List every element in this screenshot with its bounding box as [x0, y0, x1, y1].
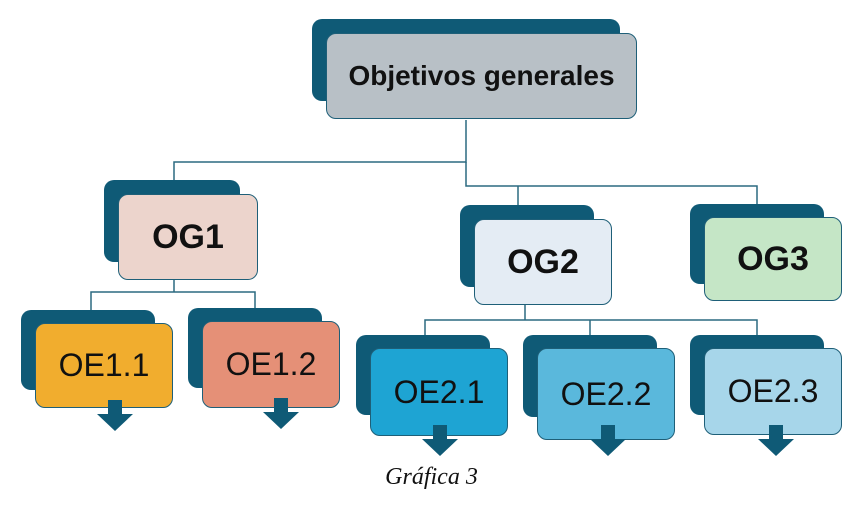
root-node-box: Objetivos generales — [326, 33, 637, 119]
oe12-node-label: OE1.2 — [225, 346, 317, 382]
connector-root-og2-og3 — [465, 162, 758, 205]
oe12-down-arrow-icon — [263, 398, 299, 429]
oe11-node-box: OE1.1 — [35, 323, 173, 408]
connector-og2-children — [424, 302, 758, 336]
oe12-node: OE1.2 — [188, 308, 340, 408]
og1-node-label: OG1 — [152, 217, 224, 256]
og2-node-box: OG2 — [474, 219, 612, 305]
og3-node-label: OG3 — [737, 239, 809, 278]
oe23-node-box: OE2.3 — [704, 348, 842, 435]
og3-node: OG3 — [690, 204, 842, 301]
oe21-down-arrow-icon — [422, 425, 458, 456]
oe11-node-label: OE1.1 — [58, 347, 150, 383]
oe21-node-box: OE2.1 — [370, 348, 508, 436]
oe23-node-label: OE2.3 — [727, 373, 819, 409]
oe22-down-arrow-icon — [590, 425, 626, 456]
og3-node-box: OG3 — [704, 217, 842, 301]
oe11-down-arrow-icon — [97, 400, 133, 431]
connector-root-og1 — [173, 120, 467, 188]
og2-node: OG2 — [460, 205, 612, 305]
oe12-node-box: OE1.2 — [202, 321, 340, 408]
figure-caption: Gráfica 3 — [385, 464, 478, 490]
connector-og1-children — [90, 278, 256, 310]
root-node-label: Objetivos generales — [348, 60, 615, 91]
oe21-node-label: OE2.1 — [393, 373, 485, 410]
connector-lines — [90, 120, 758, 336]
oe22-node-label: OE2.2 — [560, 375, 652, 412]
oe23-down-arrow-icon — [758, 425, 794, 456]
oe21-node: OE2.1 — [356, 335, 508, 436]
og1-node: OG1 — [104, 180, 258, 280]
oe22-node-box: OE2.2 — [537, 348, 675, 440]
objectives-diagram: Objetivos generales OG1 OG2 OG3 OE1.1 OE… — [21, 19, 842, 456]
oe11-node: OE1.1 — [21, 310, 173, 408]
og2-node-label: OG2 — [507, 242, 579, 281]
root-node: Objetivos generales — [312, 19, 637, 121]
oe22-node: OE2.2 — [523, 335, 675, 440]
oe23-node: OE2.3 — [690, 335, 842, 435]
og1-node-box: OG1 — [118, 194, 258, 280]
